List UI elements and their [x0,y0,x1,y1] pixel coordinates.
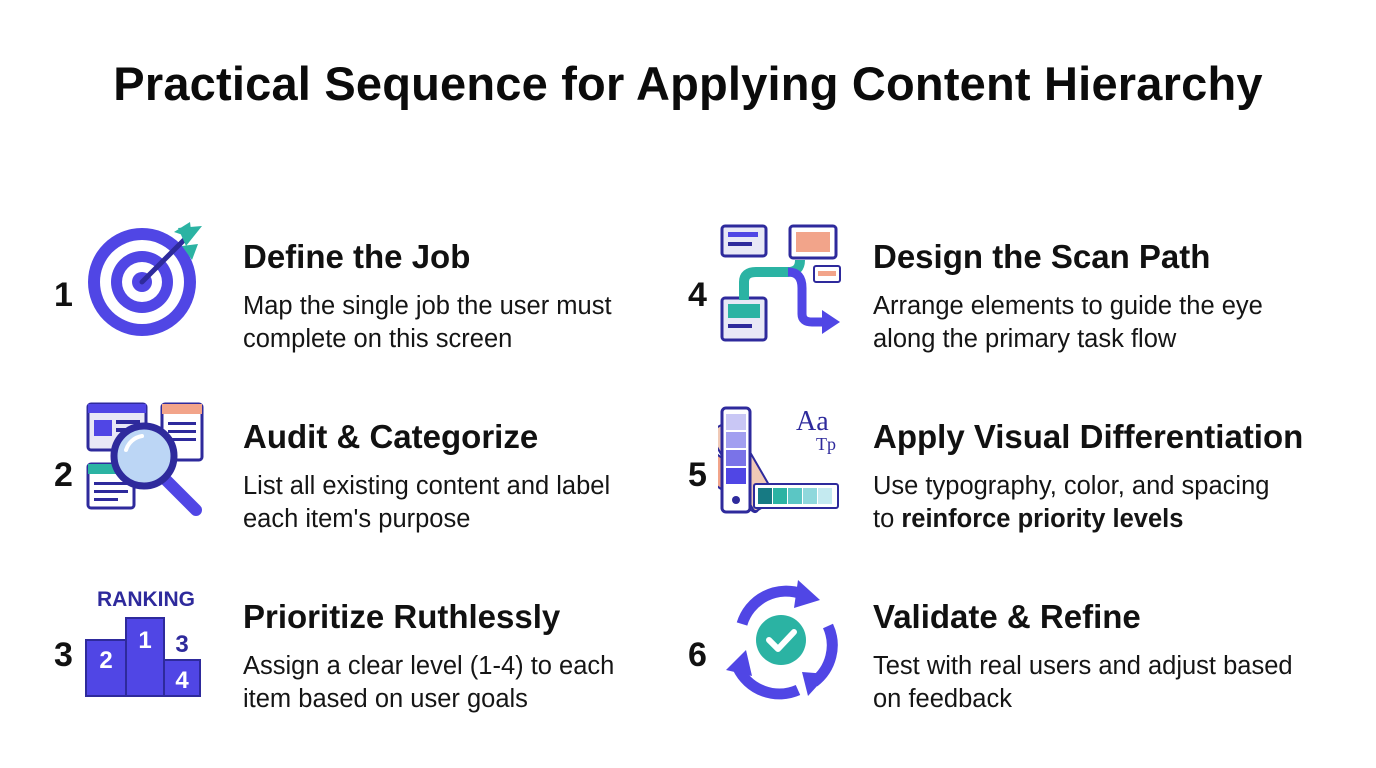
podium-label-3: 3 [175,631,188,658]
step-number: 1 [54,276,73,314]
step-2: 2 Audit & Categorize List all existing c… [52,398,692,538]
step-6: 6 Validate & Refine Test with real users… [686,578,1326,718]
podium-label-2: 2 [99,647,112,674]
step-title: Design the Scan Path [873,238,1211,275]
step-3: 3 RANKING 1 2 3 4 Prioritize Ruthlessly … [52,578,692,718]
step-title: Apply Visual Differentiation [873,418,1304,455]
step-description: Arrange elements to guide the eye along … [873,292,1263,353]
step-title: Define the Job [243,238,471,275]
step-5: 5 Aa Tp Apply Visual Differentiation U [686,398,1326,538]
step-number: 5 [688,456,707,494]
step-number: 2 [54,456,73,494]
step-description-text: Use typography, color, and spacing to [873,472,1270,533]
step-title: Audit & Categorize [243,418,539,455]
page-title: Practical Sequence for Applying Content … [113,57,1263,110]
target-icon [82,218,212,348]
podium-label-4: 4 [175,667,189,694]
step-number: 4 [688,276,707,314]
ranking-label: RANKING [97,588,195,611]
step-number: 6 [688,636,707,674]
typography-sample-aa: Aa [796,406,829,437]
step-1: 1 Define the Job Map the single job the … [52,218,692,358]
step-description: Map the single job the user must complet… [243,292,612,353]
step-description: Assign a clear level (1-4) to each item … [243,652,615,713]
typography-sample-tp: Tp [816,434,836,454]
scan-path-icon [718,218,848,348]
swatch-palette-icon: Aa Tp [718,398,848,528]
step-description: Test with real users and adjust based on… [873,652,1293,713]
step-description-emphasis: reinforce priority levels [901,505,1184,533]
step-number: 3 [54,636,73,674]
ranking-podium-icon: RANKING 1 2 3 4 [82,578,212,708]
step-title: Validate & Refine [873,598,1141,635]
podium-label-1: 1 [138,627,151,654]
audit-magnifier-icon [82,398,212,528]
step-description: List all existing content and label each… [243,472,611,533]
step-4: 4 Design the Scan Path Arrange elements … [686,218,1326,358]
step-title: Prioritize Ruthlessly [243,598,561,635]
refresh-check-icon [718,578,848,708]
step-description: Use typography, color, and spacing to re… [873,470,1293,536]
